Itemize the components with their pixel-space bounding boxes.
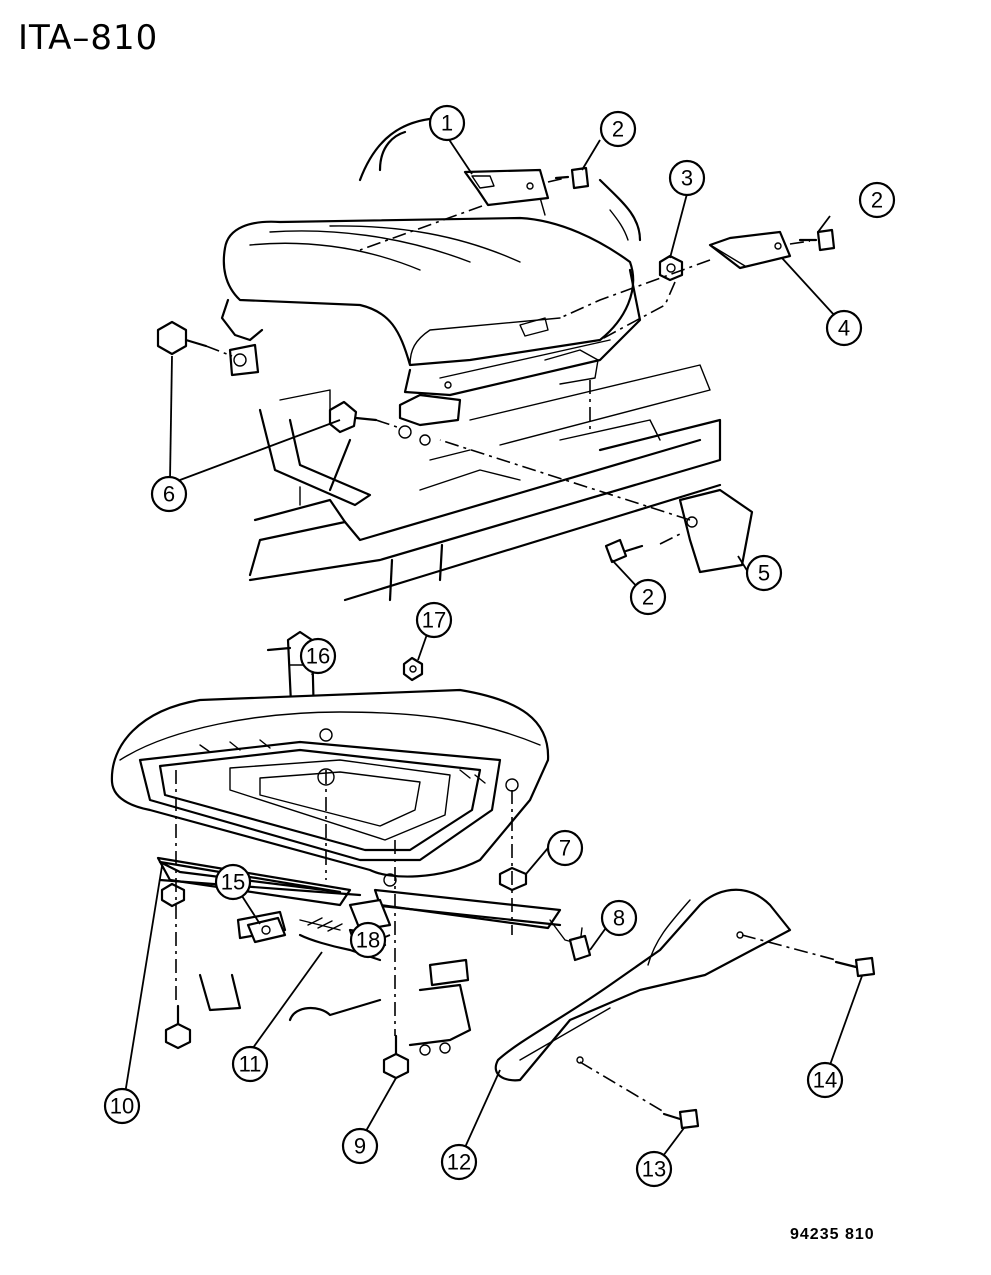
svg-text:18: 18 — [356, 928, 380, 953]
svg-text:14: 14 — [813, 1068, 837, 1093]
seat-cushion-frame — [110, 688, 550, 887]
diagram-code: 94235 810 — [790, 1226, 875, 1243]
callout-3: 3 — [668, 159, 706, 197]
callout-18: 18 — [349, 921, 387, 959]
diagram-title: ITA–810 — [18, 18, 159, 58]
svg-text:15: 15 — [221, 870, 245, 895]
callout-5: 5 — [745, 554, 783, 592]
callout-16: 16 — [299, 637, 337, 675]
svg-text:16: 16 — [306, 644, 330, 669]
svg-text:9: 9 — [354, 1134, 366, 1159]
svg-text:17: 17 — [422, 608, 446, 633]
part-14-screw — [834, 956, 876, 978]
part-7-nuts — [160, 866, 528, 908]
callout-15: 15 — [214, 863, 252, 901]
svg-text:13: 13 — [642, 1157, 666, 1182]
part-6-bolts — [156, 320, 378, 434]
part-8-bracket — [568, 934, 592, 962]
callout-13: 13 — [635, 1150, 673, 1188]
floor-pan-drawing — [248, 364, 722, 602]
part-9-bolt — [382, 1034, 410, 1080]
callout-2-lower: 2 — [629, 578, 667, 616]
callout-9: 9 — [341, 1127, 379, 1165]
svg-text:2: 2 — [642, 585, 654, 610]
part-5-bracket — [678, 488, 754, 574]
assembly-lines-lower — [175, 770, 837, 1113]
callout-leaders — [123, 137, 863, 1157]
svg-text:11: 11 — [239, 1052, 262, 1077]
callout-14: 14 — [806, 1061, 844, 1099]
part-2-screw-top — [554, 166, 590, 190]
svg-text:4: 4 — [838, 316, 850, 341]
callout-2-right: 2 — [858, 181, 896, 219]
part-3-nut — [658, 254, 684, 282]
callout-17: 17 — [415, 601, 453, 639]
callout-1: 1 — [428, 104, 466, 142]
part-12-shield — [494, 888, 792, 1082]
svg-text:2: 2 — [871, 188, 883, 213]
svg-text:8: 8 — [613, 906, 625, 931]
part-11-cable — [298, 917, 382, 962]
part-2-screw-lower — [604, 538, 644, 564]
svg-text:7: 7 — [559, 836, 571, 861]
callout-11: 11 — [231, 1045, 269, 1083]
svg-text:2: 2 — [612, 117, 624, 142]
svg-text:10: 10 — [110, 1094, 134, 1119]
callout-12: 12 — [440, 1143, 478, 1181]
svg-text:12: 12 — [447, 1150, 471, 1175]
callout-4: 4 — [825, 309, 863, 347]
assembly-lines-upper — [205, 177, 811, 545]
part-4-cap — [708, 230, 792, 270]
callout-2-top: 2 — [599, 110, 637, 148]
callout-10: 10 — [103, 1087, 141, 1125]
part-13-screw — [662, 1108, 700, 1130]
part-15-bracket — [246, 916, 287, 944]
svg-text:3: 3 — [681, 166, 693, 191]
callout-8: 8 — [600, 899, 638, 937]
svg-text:6: 6 — [163, 482, 175, 507]
svg-text:1: 1 — [441, 111, 453, 136]
seat-assembly-drawing — [220, 116, 642, 446]
part-1-shield-bracket — [463, 168, 550, 207]
svg-text:5: 5 — [758, 561, 770, 586]
callout-7: 7 — [546, 829, 584, 867]
part-17-nut — [402, 656, 424, 682]
part-18-bracket — [348, 898, 392, 932]
part-2-screw-right — [798, 228, 836, 252]
part-10-bolt — [164, 1004, 192, 1050]
callout-6: 6 — [150, 475, 188, 513]
